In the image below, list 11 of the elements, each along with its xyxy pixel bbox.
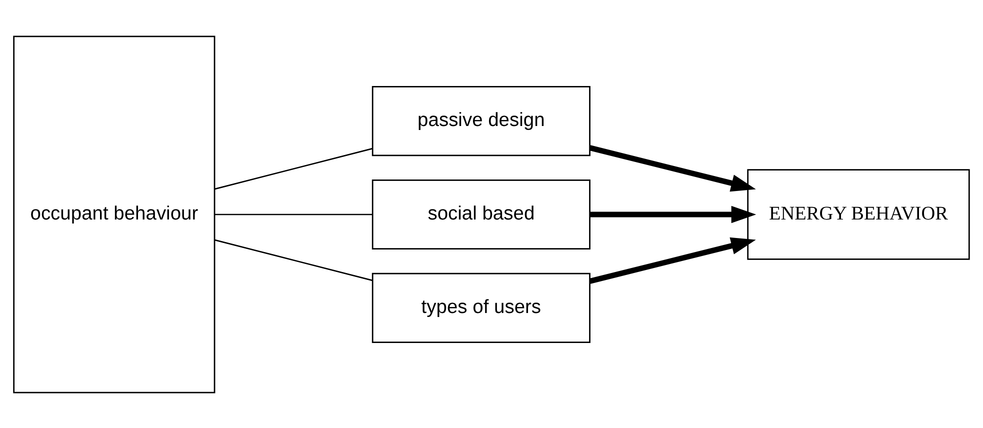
connector [214,213,372,215]
node-box: ENERGY BEHAVIOR [747,168,970,260]
node-box: passive design [372,85,590,156]
arrow [590,205,756,223]
node-box: social based [372,178,590,250]
connector [214,147,373,190]
node-box: occupant behaviour [13,35,216,393]
arrow [589,144,756,192]
node-box: types of users [372,272,590,343]
arrow [589,236,756,284]
connector [214,238,373,281]
